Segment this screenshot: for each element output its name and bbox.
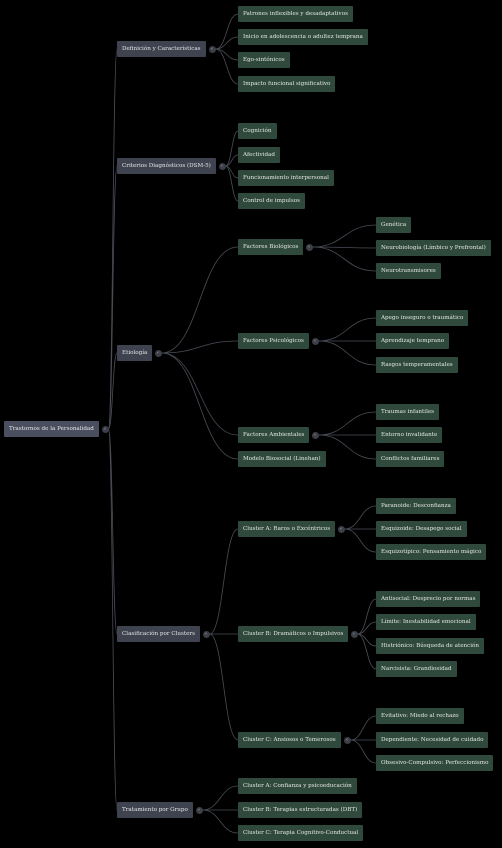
- edge: [215, 36, 239, 50]
- edge: [344, 505, 377, 530]
- edge: [161, 352, 239, 436]
- node-obsesivo-compulsivo-perfeccionismo[interactable]: Obsesivo-Compulsivo: Perfeccionismo: [376, 755, 494, 771]
- edge: [357, 598, 377, 635]
- edge: [215, 48, 239, 85]
- edge: [350, 715, 377, 741]
- node-esquizotipico-pensamiento-magico[interactable]: Esquizotípico: Pensamiento mágico: [376, 544, 487, 560]
- edge: [312, 246, 377, 249]
- node-aprendizaje-temprano[interactable]: Aprendizaje temprano: [376, 333, 450, 349]
- node-criterios-diagnosticos-dsm-5[interactable]: Criterios Diagnósticos (DSM-5): [117, 158, 216, 174]
- edge: [357, 633, 377, 670]
- chevron-left-icon[interactable]: ‹: [311, 431, 319, 439]
- edge: [202, 785, 239, 811]
- node-neurotransmisores[interactable]: Neurotransmisores: [376, 263, 441, 279]
- edge: [209, 528, 239, 635]
- edge: [161, 352, 239, 460]
- chevron-left-icon[interactable]: ‹: [101, 425, 109, 433]
- node-cluster-a-raros-o-excentricos[interactable]: Cluster A: Raros o Excéntricos: [238, 521, 336, 537]
- edge: [225, 154, 239, 167]
- node-limite-inestabilidad-emocional[interactable]: Límite: Inestabilidad emocional: [376, 614, 476, 630]
- edge: [312, 246, 377, 272]
- edge: [225, 165, 239, 202]
- edge: [312, 224, 377, 248]
- node-traumas-infantiles[interactable]: Traumas infantiles: [376, 404, 440, 420]
- node-tratamiento-por-grupo[interactable]: Tratamiento por Grupo: [117, 802, 193, 818]
- chevron-left-icon[interactable]: ‹: [337, 525, 345, 533]
- edge: [108, 428, 118, 635]
- node-impacto-funcional-significativo[interactable]: Impacto funcional significativo: [238, 76, 336, 92]
- chevron-left-icon[interactable]: ‹: [195, 806, 203, 814]
- node-definicion-y-caracteristicas[interactable]: Definición y Características: [117, 41, 206, 57]
- node-neurobiologia-limbico-y-prefrontal[interactable]: Neurobiología (Límbico y Prefrontal): [376, 240, 491, 256]
- node-cluster-a-confianza-y-psicoeducacion[interactable]: Cluster A: Confianza y psicoeducación: [238, 778, 357, 794]
- edge: [225, 130, 239, 167]
- node-rasgos-temperamentales[interactable]: Rasgos temperamentales: [376, 357, 458, 373]
- node-histrionico-busqueda-de-atencion[interactable]: Histriónico: Búsqueda de atención: [376, 638, 484, 654]
- node-cluster-b-terapias-estructuradas-dbt[interactable]: Cluster B: Terapias estructuradas (DBT): [238, 802, 363, 818]
- edge: [357, 633, 377, 647]
- node-modelo-biosocial-linehan[interactable]: Modelo Biosocial (Linehan): [238, 451, 326, 467]
- chevron-left-icon[interactable]: ‹: [218, 162, 226, 170]
- edge: [161, 340, 239, 354]
- node-trastornos-de-la-personalidad[interactable]: Trastornos de la Personalidad: [4, 421, 99, 437]
- node-cluster-b-dramaticos-o-impulsivos[interactable]: Cluster B: Dramáticos o Impulsivos: [238, 626, 349, 642]
- node-clasificacion-por-clusters[interactable]: Clasificación por Clusters: [117, 626, 200, 642]
- edge: [108, 165, 118, 430]
- node-ego-sintonicos[interactable]: Ego-sintónicos: [238, 52, 290, 68]
- node-narcisista-grandiosidad[interactable]: Narcisista: Grandiosidad: [376, 661, 457, 677]
- node-cognicion[interactable]: Cognición: [238, 123, 277, 139]
- node-cluster-c-ansiosos-o-temerosos[interactable]: Cluster C: Ansiosos o Temerosos: [238, 732, 341, 748]
- node-afectividad[interactable]: Afectividad: [238, 147, 280, 163]
- node-factores-biologicos[interactable]: Factores Biológicos: [238, 239, 304, 255]
- edge: [215, 13, 239, 50]
- edge: [161, 246, 239, 354]
- edge: [202, 809, 239, 834]
- node-factores-ambientales[interactable]: Factores Ambientales: [238, 427, 310, 443]
- node-patrones-inflexibles-y-desadaptativos[interactable]: Patrones inflexibles y desadaptativos: [238, 6, 353, 22]
- chevron-left-icon[interactable]: ‹: [154, 349, 162, 357]
- node-antisocial-desprecio-por-normas[interactable]: Antisocial: Desprecio por normas: [376, 591, 481, 607]
- node-dependiente-necesidad-de-cuidado[interactable]: Dependiente: Necesidad de cuidado: [376, 732, 489, 748]
- edge: [357, 621, 377, 635]
- node-entorno-invalidante[interactable]: Entorno invalidante: [376, 427, 443, 443]
- edge: [318, 411, 377, 436]
- chevron-left-icon[interactable]: ‹: [343, 736, 351, 744]
- chevron-left-icon[interactable]: ‹: [350, 630, 358, 638]
- node-paranoide-desconfianza[interactable]: Paranoide: Desconfianza: [376, 498, 456, 514]
- node-control-de-impulsos[interactable]: Control de impulsos: [238, 193, 305, 209]
- node-funcionamiento-interpersonal[interactable]: Funcionamiento interpersonal: [238, 170, 334, 186]
- node-evitativo-miedo-al-rechazo[interactable]: Evitativo: Miedo al rechazo: [376, 708, 464, 724]
- node-etiologia[interactable]: Etiología: [117, 345, 153, 361]
- edge: [318, 317, 377, 342]
- chevron-left-icon[interactable]: ‹: [202, 630, 210, 638]
- node-esquizoide-desapego-social[interactable]: Esquizoide: Desapego social: [376, 521, 467, 537]
- node-inicio-en-adolescencia-o-adultez-tempran[interactable]: Inicio en adolescencia o adultez tempran…: [238, 29, 368, 45]
- edge: [344, 528, 377, 553]
- chevron-left-icon[interactable]: ‹: [311, 337, 319, 345]
- node-apego-inseguro-o-traumatico[interactable]: Apego inseguro o traumático: [376, 310, 469, 326]
- node-conflictos-familiares[interactable]: Conflictos familiares: [376, 451, 445, 467]
- edge: [318, 434, 377, 460]
- chevron-left-icon[interactable]: ‹: [208, 45, 216, 53]
- edge: [108, 352, 118, 430]
- chevron-left-icon[interactable]: ‹: [305, 243, 313, 251]
- edge: [209, 633, 239, 741]
- node-factores-psicologicos[interactable]: Factores Psicológicos: [238, 333, 309, 349]
- edge: [318, 340, 377, 366]
- node-genetica[interactable]: Genética: [376, 217, 412, 233]
- node-cluster-c-terapia-cognitivo-conductual[interactable]: Cluster C: Terapia Cognitivo-Conductual: [238, 825, 364, 841]
- edge: [350, 739, 377, 764]
- edge: [108, 428, 118, 811]
- edge: [108, 48, 118, 430]
